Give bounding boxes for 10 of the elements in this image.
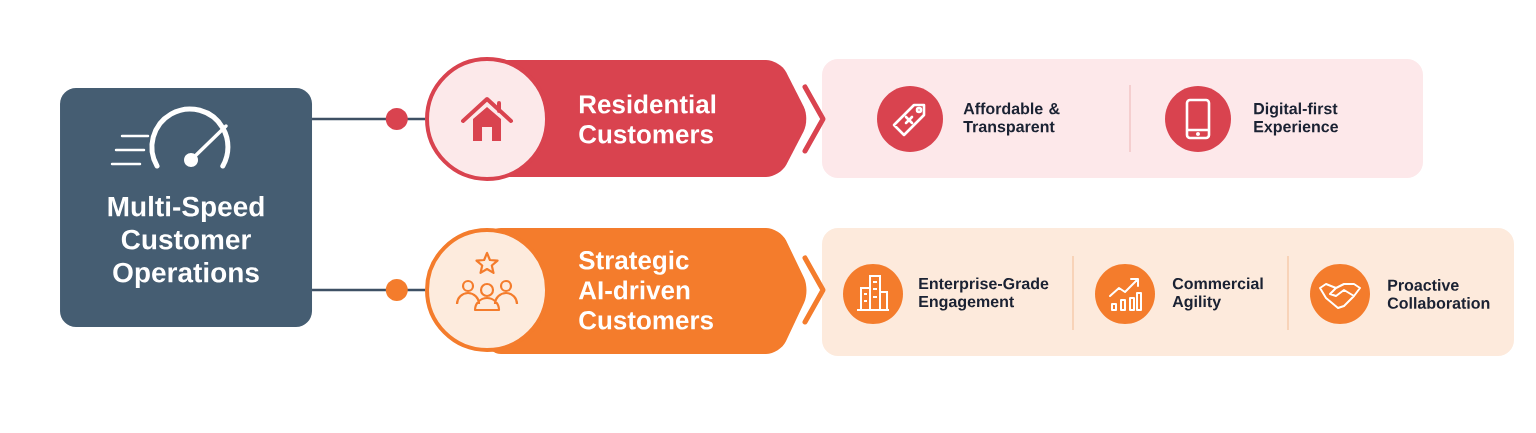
segment-banner: Residential Customers <box>425 57 807 181</box>
category-box: Multi-Speed Customer Operations <box>60 88 312 327</box>
feature-label: Commercial Agility <box>1172 277 1263 311</box>
connector-line <box>312 279 425 301</box>
feature-label: Proactive Collaboration <box>1387 279 1490 309</box>
feature-label: Affordable & Transparent <box>963 102 1060 136</box>
connector-line <box>312 108 425 130</box>
feature-label: Enterprise-Grade Engagement <box>919 277 1049 311</box>
segment-banner: Strategic AI-driven Customers <box>425 228 807 354</box>
feature-label: Digital-first Experience <box>1254 102 1338 136</box>
